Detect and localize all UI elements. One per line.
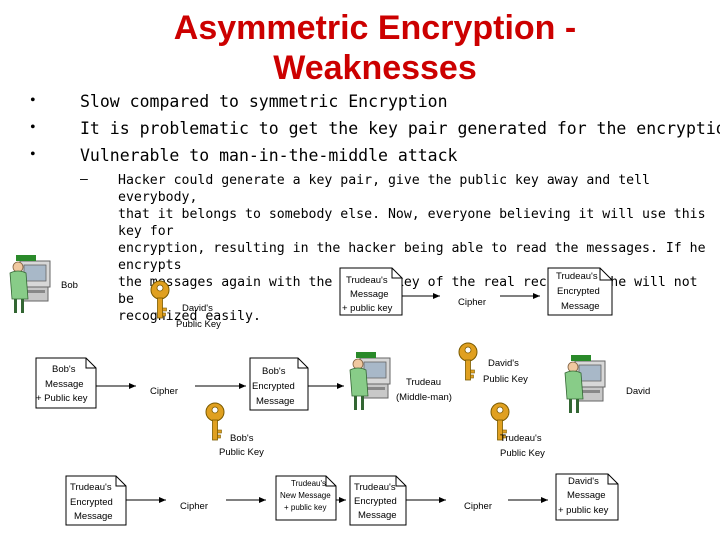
davids-public-key-mid-2: Public Key <box>483 374 528 385</box>
trudeau-encrypted-top-line-3: Message <box>561 301 600 312</box>
trudeau-new-message-2: New Message <box>280 491 331 500</box>
trudeau-encrypted-bottom2-3: Message <box>358 510 397 521</box>
trudeau-encrypted-top-box <box>547 267 613 316</box>
slide-title: Asymmetric Encryption - Weaknesses <box>140 8 610 88</box>
sub-line-3: encryption, resulting in the hacker bein… <box>118 241 706 273</box>
bullet-2: It is problematic to get the key pair ge… <box>80 119 720 138</box>
trudeau-encrypted-bottom-1: Trudeau's <box>70 482 112 493</box>
davids-message-line-1: David's <box>568 476 599 487</box>
bullet-dot: • <box>30 92 36 109</box>
bob-label: Bob <box>61 280 78 291</box>
cipher-top-label: Cipher <box>458 297 486 308</box>
trudeaus-public-key-label-1: Trudeau's <box>500 433 542 444</box>
davids-message-box <box>555 473 619 521</box>
cipher-mid-label: Cipher <box>150 386 178 397</box>
trudeau-encrypted-top-line-1: Trudeau's <box>556 271 598 282</box>
bullet-3: Vulnerable to man-in-the-middle attack <box>80 146 458 165</box>
sub-line-1: Hacker could generate a key pair, give t… <box>118 173 650 205</box>
sub-line-2: that it belongs to somebody else. Now, e… <box>118 207 706 239</box>
cipher-bottom-right-label: Cipher <box>464 501 492 512</box>
trudeau-new-message-3: + public key <box>284 503 326 512</box>
trudeau-encrypted-top-line-2: Encrypted <box>557 286 600 297</box>
trudeau-person-icon <box>349 351 391 411</box>
davids-message-line-2: Message <box>567 490 606 501</box>
davids-public-key-mid-1: David's <box>488 358 519 369</box>
davids-public-key-label-2: Public Key <box>176 319 221 330</box>
trudeau-encrypted-bottom-3: Message <box>74 511 113 522</box>
trudeau-new-message-box <box>275 475 337 521</box>
trudeau-message-line-1: Trudeau's <box>346 275 388 286</box>
bobs-encrypted-line-2: Encrypted <box>252 381 295 392</box>
davids-public-key-icon <box>150 280 170 319</box>
bullet-1: Slow compared to symmetric Encryption <box>80 92 448 111</box>
trudeau-message-line-2: Message <box>350 289 389 300</box>
bobs-message-line-3: + Public key <box>36 393 88 404</box>
trudeau-new-message-1: Trudeau's <box>291 479 326 488</box>
bullet-dot: • <box>30 119 36 136</box>
davids-public-key-mid-icon <box>458 342 478 381</box>
cipher-bottom-left-label: Cipher <box>180 501 208 512</box>
bobs-public-key-label-1: Bob's <box>230 433 254 444</box>
bobs-encrypted-box <box>249 357 309 411</box>
title-line-1: Asymmetric Encryption - <box>173 9 577 47</box>
sub-bullet-dash: – <box>80 172 88 187</box>
bobs-public-key-icon <box>205 402 225 441</box>
bobs-message-box <box>35 357 97 409</box>
trudeau-encrypted-bottom2-box <box>349 475 407 526</box>
sub-line-5: recognized easily. <box>118 309 261 324</box>
title-line-2: Weaknesses <box>273 49 477 87</box>
bobs-message-line-1: Bob's <box>52 364 76 375</box>
trudeau-encrypted-bottom-2: Encrypted <box>70 497 113 508</box>
trudeau-label-1: Trudeau <box>406 377 441 388</box>
bobs-encrypted-line-1: Bob's <box>262 366 286 377</box>
bobs-public-key-label-2: Public Key <box>219 447 264 458</box>
trudeau-message-line-3: + public key <box>342 303 393 314</box>
david-label: David <box>626 386 650 397</box>
david-person-icon <box>564 354 606 414</box>
davids-public-key-label-1: David's <box>182 303 213 314</box>
davids-message-line-3: + public key <box>558 505 609 516</box>
trudeau-encrypted-bottom2-1: Trudeau's <box>354 482 396 493</box>
bullet-dot: • <box>30 146 36 163</box>
bobs-encrypted-line-3: Message <box>256 396 295 407</box>
trudeau-encrypted-bottom-box <box>65 475 127 526</box>
bob-person-icon <box>9 254 51 314</box>
bobs-message-line-2: Message <box>45 379 84 390</box>
trudeau-encrypted-bottom2-2: Encrypted <box>354 496 397 507</box>
trudeaus-public-key-label-2: Public Key <box>500 448 545 459</box>
trudeau-label-2: (Middle-man) <box>396 392 452 403</box>
